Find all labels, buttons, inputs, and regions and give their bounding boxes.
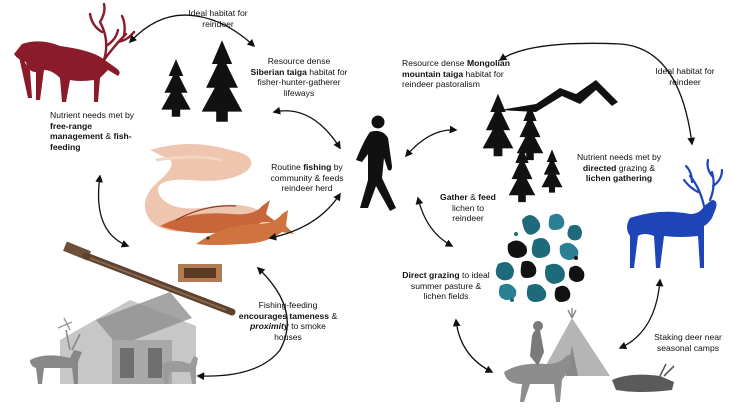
pine-tree-icon [161, 40, 243, 122]
label-mongolian-taiga: Resource dense Mongolian mountain taiga … [402, 58, 510, 90]
mountain-icon [500, 80, 618, 112]
red-reindeer-icon [14, 2, 136, 102]
smokehouse-icon [30, 292, 198, 384]
label-ideal-habitat-right: Ideal habitat for reindeer [655, 66, 715, 87]
label-fishing-feeding: Fishing-feeding encourages tameness & pr… [238, 300, 338, 342]
lichen-icon [495, 213, 585, 302]
rider-icon [504, 321, 675, 402]
fish-icon [144, 144, 294, 245]
connector-arrows [95, 14, 696, 381]
blue-reindeer-icon [627, 158, 724, 268]
label-ideal-habitat-left: Ideal habitat for reindeer [188, 8, 248, 29]
label-direct-grazing: Direct grazing to ideal summer pasture &… [402, 270, 490, 302]
walking-person-icon [356, 115, 396, 211]
label-gather-feed: Gather & feed lichen to reindeer [440, 192, 496, 224]
label-routine-fishing: Routine fishing by community & feeds rei… [270, 162, 344, 194]
label-staking-deer: Staking deer near seasonal camps [654, 332, 722, 353]
label-nutrient-right: Nutrient needs met by directed grazing &… [576, 152, 662, 184]
label-nutrient-left: Nutrient needs met by free-range managem… [50, 110, 135, 152]
label-siberian-taiga: Resource dense Siberian taiga habitat fo… [250, 56, 348, 98]
